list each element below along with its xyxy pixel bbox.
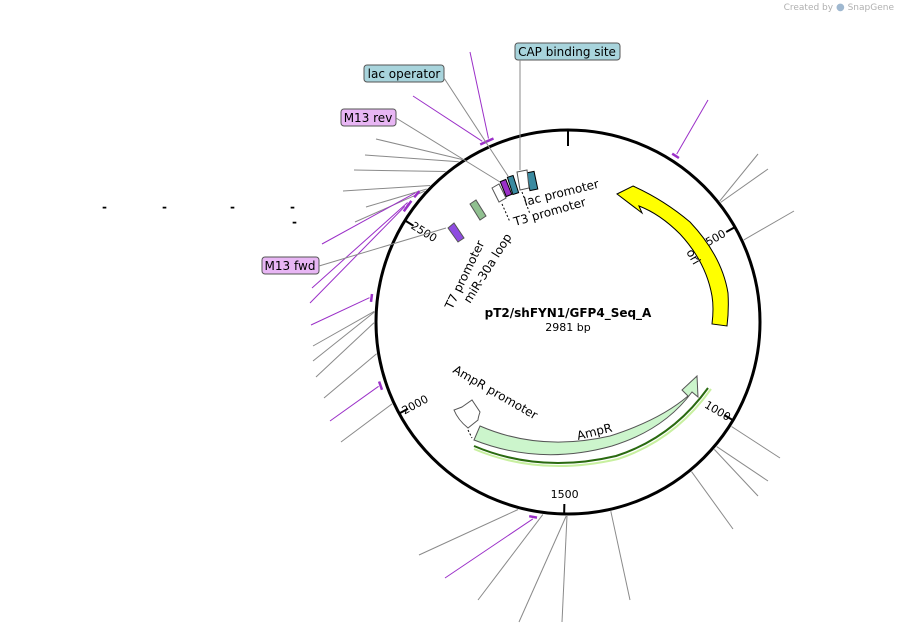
enzyme-leader-line [518, 515, 567, 623]
enzyme-leader-line [312, 310, 375, 347]
t3-promoter-arrow[interactable] [491, 183, 507, 203]
primer-leader-line [329, 385, 379, 422]
separator-dash: - [230, 200, 235, 214]
separator-dash: - [102, 200, 107, 214]
box-leader-line [395, 117, 501, 183]
m13-rev-feature[interactable] [499, 178, 513, 198]
tick-label: 2500 [409, 219, 440, 245]
lac-promoter-arrow[interactable] [516, 169, 530, 191]
ampr-underline-glow [473, 388, 712, 468]
enzyme-leader-line [720, 168, 769, 203]
primer-leader-line [676, 99, 709, 155]
separator-dash: - [292, 215, 297, 229]
m13-rev-text: M13 rev [344, 111, 393, 125]
primer-leader-line [321, 192, 416, 245]
tick-label: 1500 [551, 488, 579, 501]
enzyme-leader-line [365, 188, 427, 208]
primer-leader-line [469, 51, 489, 139]
ori-feature[interactable]: ori [616, 185, 729, 327]
enzyme-leader-line [719, 153, 759, 202]
box-leader-line [443, 77, 509, 177]
ampr-promoter-feature[interactable]: AmpR promoter [451, 362, 541, 439]
lac-operator-box[interactable]: lac operator [363, 64, 445, 83]
enzyme-leader-line [477, 514, 544, 601]
separator-dash: - [162, 200, 167, 214]
enzyme-leader-line [315, 322, 375, 378]
primer-mark[interactable] [479, 140, 487, 146]
mir30a-loop-arrow[interactable] [469, 199, 487, 221]
enzyme-leader-line [716, 446, 769, 482]
ampr-promoter-dash [467, 429, 473, 439]
tick-mark [399, 407, 409, 414]
enzyme-leader-line [353, 169, 446, 172]
m13-rev-box[interactable]: M13 rev [340, 108, 397, 127]
primer-leader-line [444, 518, 534, 579]
annotation-labels: ----- [102, 200, 297, 229]
snapgene-logo-icon: ● [835, 2, 845, 13]
tick-mark [725, 226, 735, 233]
ori-label: ori [683, 247, 703, 268]
m13-fwd-box[interactable]: M13 fwd [261, 256, 320, 275]
t3-dash [501, 203, 511, 223]
credit-text: Created by [783, 3, 834, 13]
enzyme-leader-line [561, 515, 568, 623]
snapgene-credit: Created by ● SnapGene [784, 2, 894, 13]
enzyme-leader-line [342, 185, 431, 192]
brand-text: SnapGene [847, 3, 894, 13]
separator-dash: - [290, 200, 295, 214]
plasmid-name: pT2/shFYN1/GFP4_Seq_A [485, 306, 652, 321]
lac-cluster: lac promoter T3 promoter T7 promoter miR… [442, 169, 600, 312]
primer-mark[interactable] [671, 152, 680, 160]
t7-promoter-arrow[interactable] [447, 222, 465, 243]
enzyme-leader-line [418, 509, 519, 556]
tick-mark [405, 220, 415, 227]
ampr-promoter-arrow[interactable] [453, 399, 481, 429]
primer-leader-line [412, 95, 483, 142]
tick-label: 1000 [702, 398, 733, 424]
enzyme-leader-line [691, 471, 734, 530]
primer-mark[interactable] [369, 293, 374, 303]
enzyme-leader-line [731, 426, 781, 459]
primer-mark[interactable] [402, 203, 411, 213]
ampr-underline [473, 387, 709, 465]
tick-mark [723, 414, 733, 421]
primer-mark[interactable] [528, 514, 538, 519]
ampr-arrow[interactable] [473, 374, 699, 456]
ori-arrow[interactable] [616, 185, 729, 327]
leader-lines [309, 51, 795, 623]
cap-binding-site-text: CAP binding site [518, 45, 616, 59]
plasmid-length: 2981 bp [545, 321, 590, 334]
m13-fwd-text: M13 fwd [265, 259, 316, 273]
cap-binding-site-box[interactable]: CAP binding site [514, 42, 621, 61]
ampr-feature[interactable]: AmpR [473, 374, 712, 468]
enzyme-leader-line [743, 210, 795, 241]
primer-leader-line [311, 202, 408, 289]
enzyme-leader-line [340, 403, 393, 443]
lac-operator-text: lac operator [368, 67, 441, 81]
enzyme-leader-line [713, 449, 759, 497]
enzyme-leader-line [312, 311, 375, 362]
box-leader-line [318, 227, 447, 267]
primer-mark[interactable] [413, 190, 421, 199]
primer-leader-line [310, 297, 370, 326]
enzyme-leader-line [375, 138, 463, 160]
enzyme-leader-line [323, 353, 377, 399]
enzyme-leader-line [364, 154, 459, 163]
enzyme-leader-line [610, 511, 631, 601]
primer-mark[interactable] [377, 381, 384, 391]
tick-label: 2000 [400, 393, 431, 418]
primer-mark[interactable] [484, 137, 495, 144]
lac-operator-feature[interactable] [506, 174, 520, 196]
backbone-circle [374, 128, 762, 516]
